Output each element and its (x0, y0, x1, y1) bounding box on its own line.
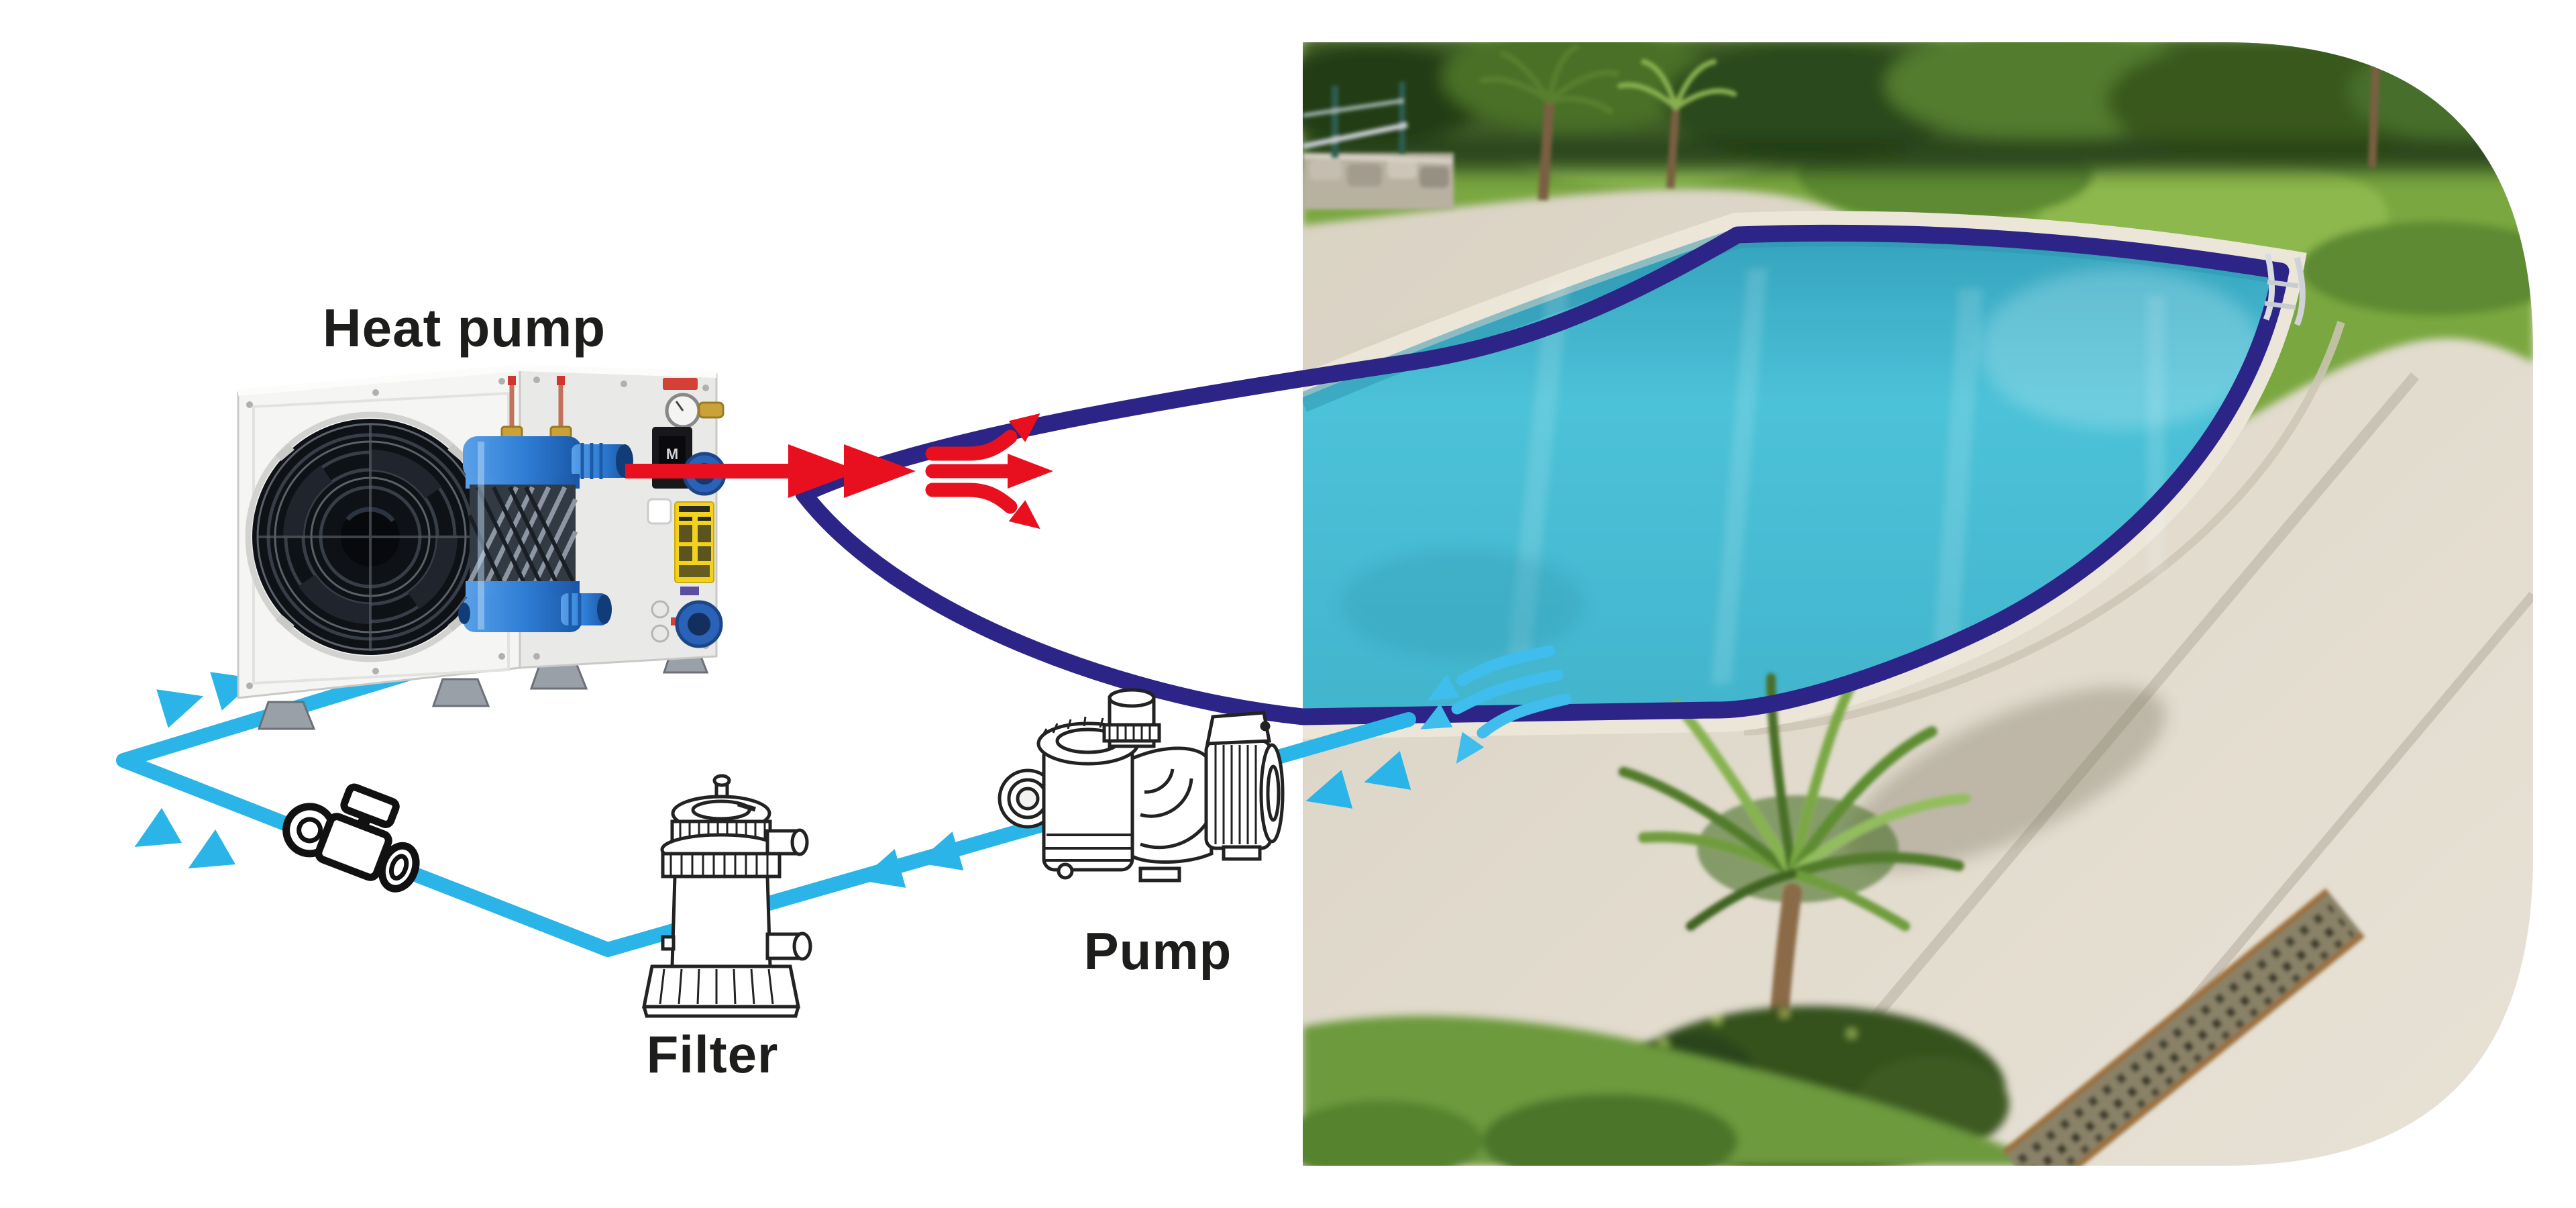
pump-illustration (998, 688, 1285, 883)
hot-flow-arrows-icon (625, 403, 1053, 540)
bottom-grass (1303, 1015, 2053, 1166)
fan-icon (245, 411, 496, 662)
pool-ladder-icon (2263, 252, 2306, 326)
pool-outline-path (795, 224, 2290, 725)
heat-exchanger-icon (458, 376, 633, 632)
cold-flow-arrows-icon (1413, 645, 1572, 772)
stone-wall (1303, 153, 1454, 209)
ball-valve-icon (282, 783, 420, 893)
filter-illustration (641, 774, 812, 1018)
filter-label: Filter (647, 1025, 779, 1084)
trees-band (1303, 42, 2533, 174)
exchanger-braid (467, 485, 578, 587)
pebble-strip (2002, 888, 2365, 1166)
svg-text:M: M (666, 446, 678, 462)
pump-label: Pump (1084, 921, 1232, 980)
heat-pump-illustration: M (237, 364, 727, 730)
pool-photo (1303, 42, 2533, 1166)
fence-icon (1303, 82, 1408, 158)
heat-pump-label: Heat pump (323, 298, 606, 358)
